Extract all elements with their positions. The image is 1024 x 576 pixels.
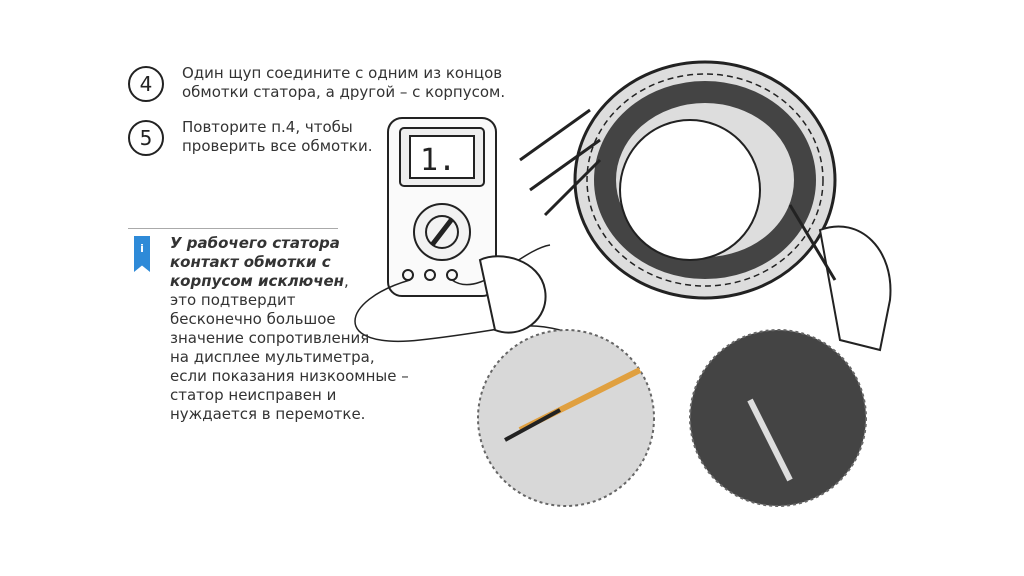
multimeter [354,117,561,342]
multimeter-display: 1. [420,143,456,178]
hands [478,204,892,352]
step-number: 4 [128,66,164,102]
step-text: Повторите п.4, чтобы проверить все обмот… [182,118,373,155]
detail-circle-left [477,329,655,507]
info-bold-text: У рабочего статора контакт обмотки с кор… [170,234,349,290]
divider [128,228,338,229]
info-text: это подтвердит бесконечно большое значен… [170,291,409,423]
stator [519,60,837,300]
step-4: 4 Один щуп соедините с одним из концов о… [128,64,505,102]
info-ribbon-icon: i [134,236,150,272]
step-5: 5 Повторите п.4, чтобы проверить все обм… [128,118,373,156]
step-number: 5 [128,120,164,156]
info-note: У рабочего статора контакт обмотки с кор… [170,234,409,424]
detail-circle-right [689,329,867,507]
step-text: Один щуп соедините с одним из концов обм… [182,64,506,101]
